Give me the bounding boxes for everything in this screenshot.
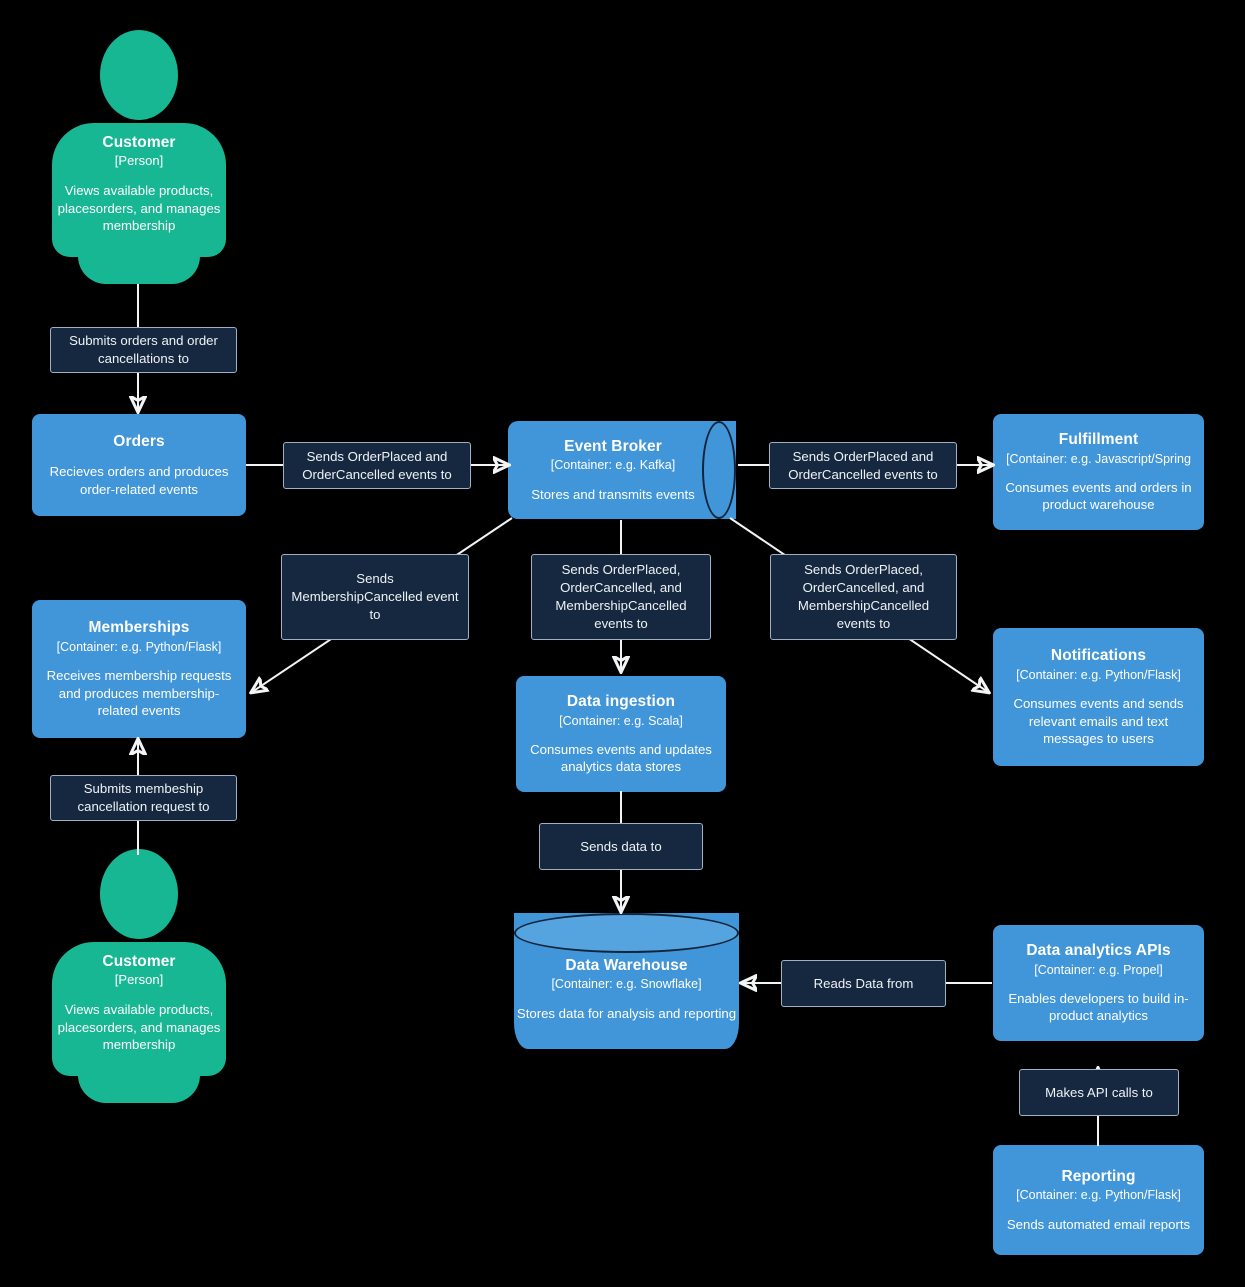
node-description: Recieves orders and produces order-relat… xyxy=(49,464,229,497)
relationship-text: Sends OrderPlaced, OrderCancelled, and M… xyxy=(555,562,687,631)
node-title: Event Broker xyxy=(564,437,662,455)
node-description: Consumes events and orders in product wa… xyxy=(1005,479,1192,513)
cylinder-body xyxy=(508,421,736,519)
relationship-label-orders-to-broker: Sends OrderPlaced and OrderCancelled eve… xyxy=(283,442,471,489)
node-tech: [Container: e.g. Python/Flask] xyxy=(1016,667,1181,682)
node-data-analytics-apis[interactable]: Data analytics APIs [Container: e.g. Pro… xyxy=(993,925,1204,1041)
node-notifications[interactable]: Notifications [Container: e.g. Python/Fl… xyxy=(993,628,1204,766)
person-legs-shape xyxy=(78,1039,200,1103)
relationship-text: Submits membeship cancellation request t… xyxy=(77,781,210,814)
node-reporting[interactable]: Reporting [Container: e.g. Python/Flask]… xyxy=(993,1145,1204,1255)
node-tech: [Container: e.g. Kafka] xyxy=(550,458,676,473)
node-fulfillment[interactable]: Fulfillment [Container: e.g. Javascript/… xyxy=(993,414,1204,530)
relationship-text: Sends OrderPlaced and OrderCancelled eve… xyxy=(302,448,452,482)
node-description: Stores data for analysis and reporting xyxy=(516,1005,737,1021)
relationship-label-broker-to-notifications: Sends OrderPlaced, OrderCancelled, and M… xyxy=(770,554,957,640)
relationship-label-broker-to-memberships: Sends MembershipCancelled event to xyxy=(281,554,469,640)
relationship-text: Reads Data from xyxy=(813,975,914,991)
node-orders[interactable]: Orders Recieves orders and produces orde… xyxy=(32,414,246,516)
node-tech: [Container: e.g. Javascript/Spring xyxy=(1006,451,1191,466)
relationship-text: Sends OrderPlaced, OrderCancelled, and M… xyxy=(797,562,930,631)
relationship-label-apis-to-warehouse: Reads Data from xyxy=(781,960,946,1007)
node-data-warehouse[interactable]: Data Warehouse [Container: e.g. Snowflak… xyxy=(514,913,739,1049)
node-description: Consumes events and updates analytics da… xyxy=(530,741,712,775)
node-title: Data analytics APIs xyxy=(1026,942,1171,960)
relationship-label-reporting-to-apis: Makes API calls to xyxy=(1019,1069,1179,1116)
node-tech: [Container: e.g. Python/Flask] xyxy=(56,639,222,654)
relationship-label-customer-to-orders: Submits orders and order cancellations t… xyxy=(50,327,237,373)
relationship-text: Sends data to xyxy=(580,838,662,854)
node-title: Data Warehouse xyxy=(565,956,688,974)
relationship-label-broker-to-ingestion: Sends OrderPlaced, OrderCancelled, and M… xyxy=(531,554,711,640)
relationship-text: Sends OrderPlaced and OrderCancelled eve… xyxy=(788,448,938,482)
node-data-ingestion[interactable]: Data ingestion [Container: e.g. Scala] C… xyxy=(516,676,726,792)
relationship-text: Submits orders and order cancellations t… xyxy=(69,333,218,366)
node-tech: [Container: e.g. Snowflake] xyxy=(551,977,702,992)
node-tech: [Container: e.g. Scala] xyxy=(559,713,683,728)
relationship-label-ingestion-to-warehouse: Sends data to xyxy=(539,823,703,870)
person-legs-shape xyxy=(78,220,200,284)
person-head-icon xyxy=(100,30,178,120)
node-description: Enables developers to build in-product a… xyxy=(1008,990,1189,1024)
node-title: Data ingestion xyxy=(566,693,676,711)
node-title: Orders xyxy=(113,432,165,450)
node-description: Consumes events and sends relevant email… xyxy=(1013,695,1184,747)
node-tech: [Container: e.g. Propel] xyxy=(1034,962,1163,977)
node-title: Fulfillment xyxy=(1058,431,1139,449)
node-title: Memberships xyxy=(88,619,190,637)
node-title: Notifications xyxy=(1050,647,1147,665)
relationship-label-customer-to-memberships: Submits membeship cancellation request t… xyxy=(50,775,237,821)
cylinder-cap xyxy=(702,421,736,519)
node-event-broker[interactable]: Event Broker [Container: e.g. Kafka] Sto… xyxy=(508,421,736,519)
node-description: Stores and transmits events xyxy=(531,486,695,502)
node-tech: [Container: e.g. Python/Flask] xyxy=(1016,1188,1181,1203)
node-description: Receives membership requests and produce… xyxy=(46,667,232,719)
cylinder-cap xyxy=(514,913,739,953)
node-memberships[interactable]: Memberships [Container: e.g. Python/Flas… xyxy=(32,600,246,738)
relationship-text: Makes API calls to xyxy=(1045,1084,1153,1100)
relationship-text: Sends MembershipCancelled event to xyxy=(291,571,459,622)
node-description: Sends automated email reports xyxy=(1006,1216,1191,1232)
node-title: Reporting xyxy=(1061,1167,1136,1185)
person-head-icon xyxy=(100,849,178,939)
relationship-label-broker-to-fulfillment: Sends OrderPlaced and OrderCancelled eve… xyxy=(769,442,957,489)
